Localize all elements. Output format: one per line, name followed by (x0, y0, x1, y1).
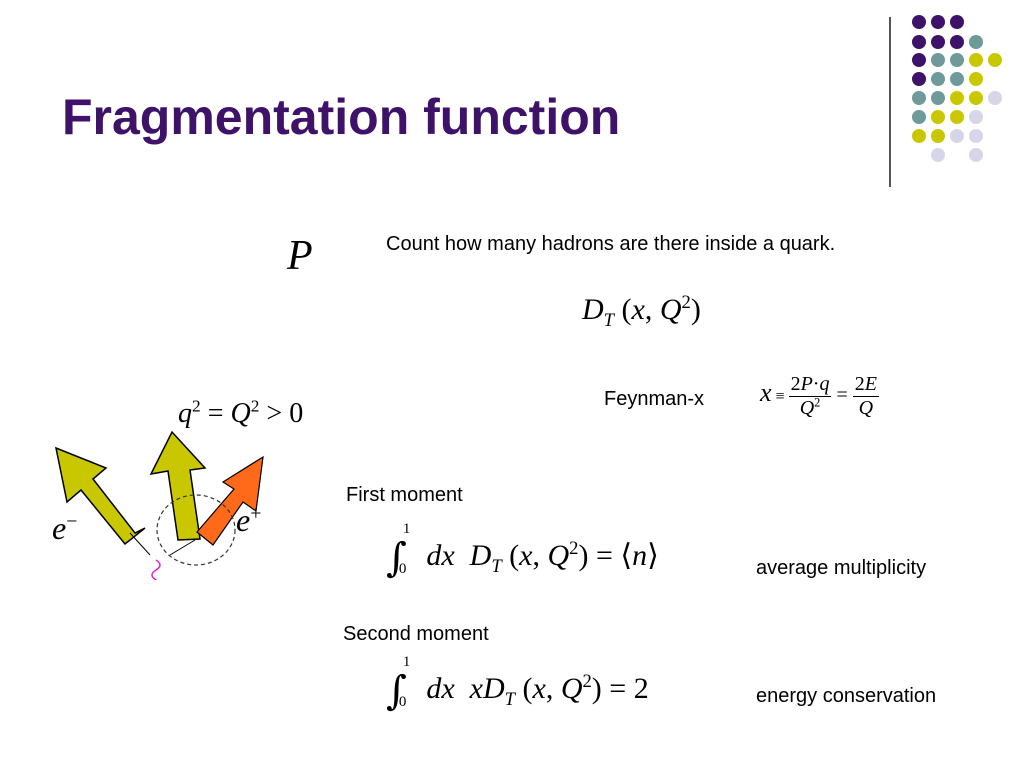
decorative-dot (988, 53, 1002, 67)
decorative-dot (950, 15, 964, 29)
decorative-dot (969, 53, 983, 67)
decorative-dot (931, 15, 945, 29)
decorative-dot (950, 53, 964, 67)
decorative-dot (912, 53, 926, 67)
virtual-photon-line (151, 559, 161, 580)
decorative-dot (969, 129, 983, 143)
decorative-dot (931, 53, 945, 67)
feynman-diagram (54, 430, 264, 580)
electron-label: e− (52, 510, 78, 546)
fragmentation-region-circle (156, 494, 236, 566)
decorative-dot (950, 129, 964, 143)
decorative-dot (969, 148, 983, 162)
decorative-dot (912, 91, 926, 105)
decorative-dot (931, 72, 945, 86)
decorative-dot (969, 72, 983, 86)
decorative-dot (950, 72, 964, 86)
decorative-dot (931, 110, 945, 124)
decorative-dot (931, 148, 945, 162)
decorative-divider (889, 17, 891, 187)
slide-title: Fragmentation function (62, 89, 621, 145)
decorative-dot (912, 35, 926, 49)
fragmentation-function-formula: DT (x, Q2) (582, 292, 701, 331)
positron-label: e+ (236, 502, 262, 538)
decorative-dot (969, 110, 983, 124)
first-moment-label: First moment (346, 484, 463, 506)
decorative-dot (969, 91, 983, 105)
hadron-momentum-label: P (287, 233, 313, 279)
hadron-arrow-left (54, 446, 146, 546)
decorative-dot (931, 35, 945, 49)
decorative-dot (988, 91, 1002, 105)
second-moment-meaning: energy conservation (756, 685, 937, 707)
decorative-dot (969, 35, 983, 49)
decorative-dot (950, 91, 964, 105)
decorative-dot (950, 110, 964, 124)
decorative-dot-grid (912, 15, 1002, 162)
decorative-dot (912, 129, 926, 143)
feynman-x-label: Feynman-x (604, 388, 705, 410)
photon-virtuality-equation: q2 = Q2 > 0 (178, 396, 304, 429)
description-text: Count how many hadrons are there inside … (386, 233, 836, 255)
leading-hadron-arrow (196, 455, 264, 546)
decorative-dot (950, 35, 964, 49)
decorative-dot (912, 110, 926, 124)
decorative-dot (931, 129, 945, 143)
hadron-arrow-middle (149, 430, 207, 541)
decorative-dot (912, 15, 926, 29)
decorative-dot (912, 72, 926, 86)
second-moment-label: Second moment (343, 623, 489, 645)
decorative-dot (931, 91, 945, 105)
first-moment-meaning: average multiplicity (756, 557, 927, 579)
